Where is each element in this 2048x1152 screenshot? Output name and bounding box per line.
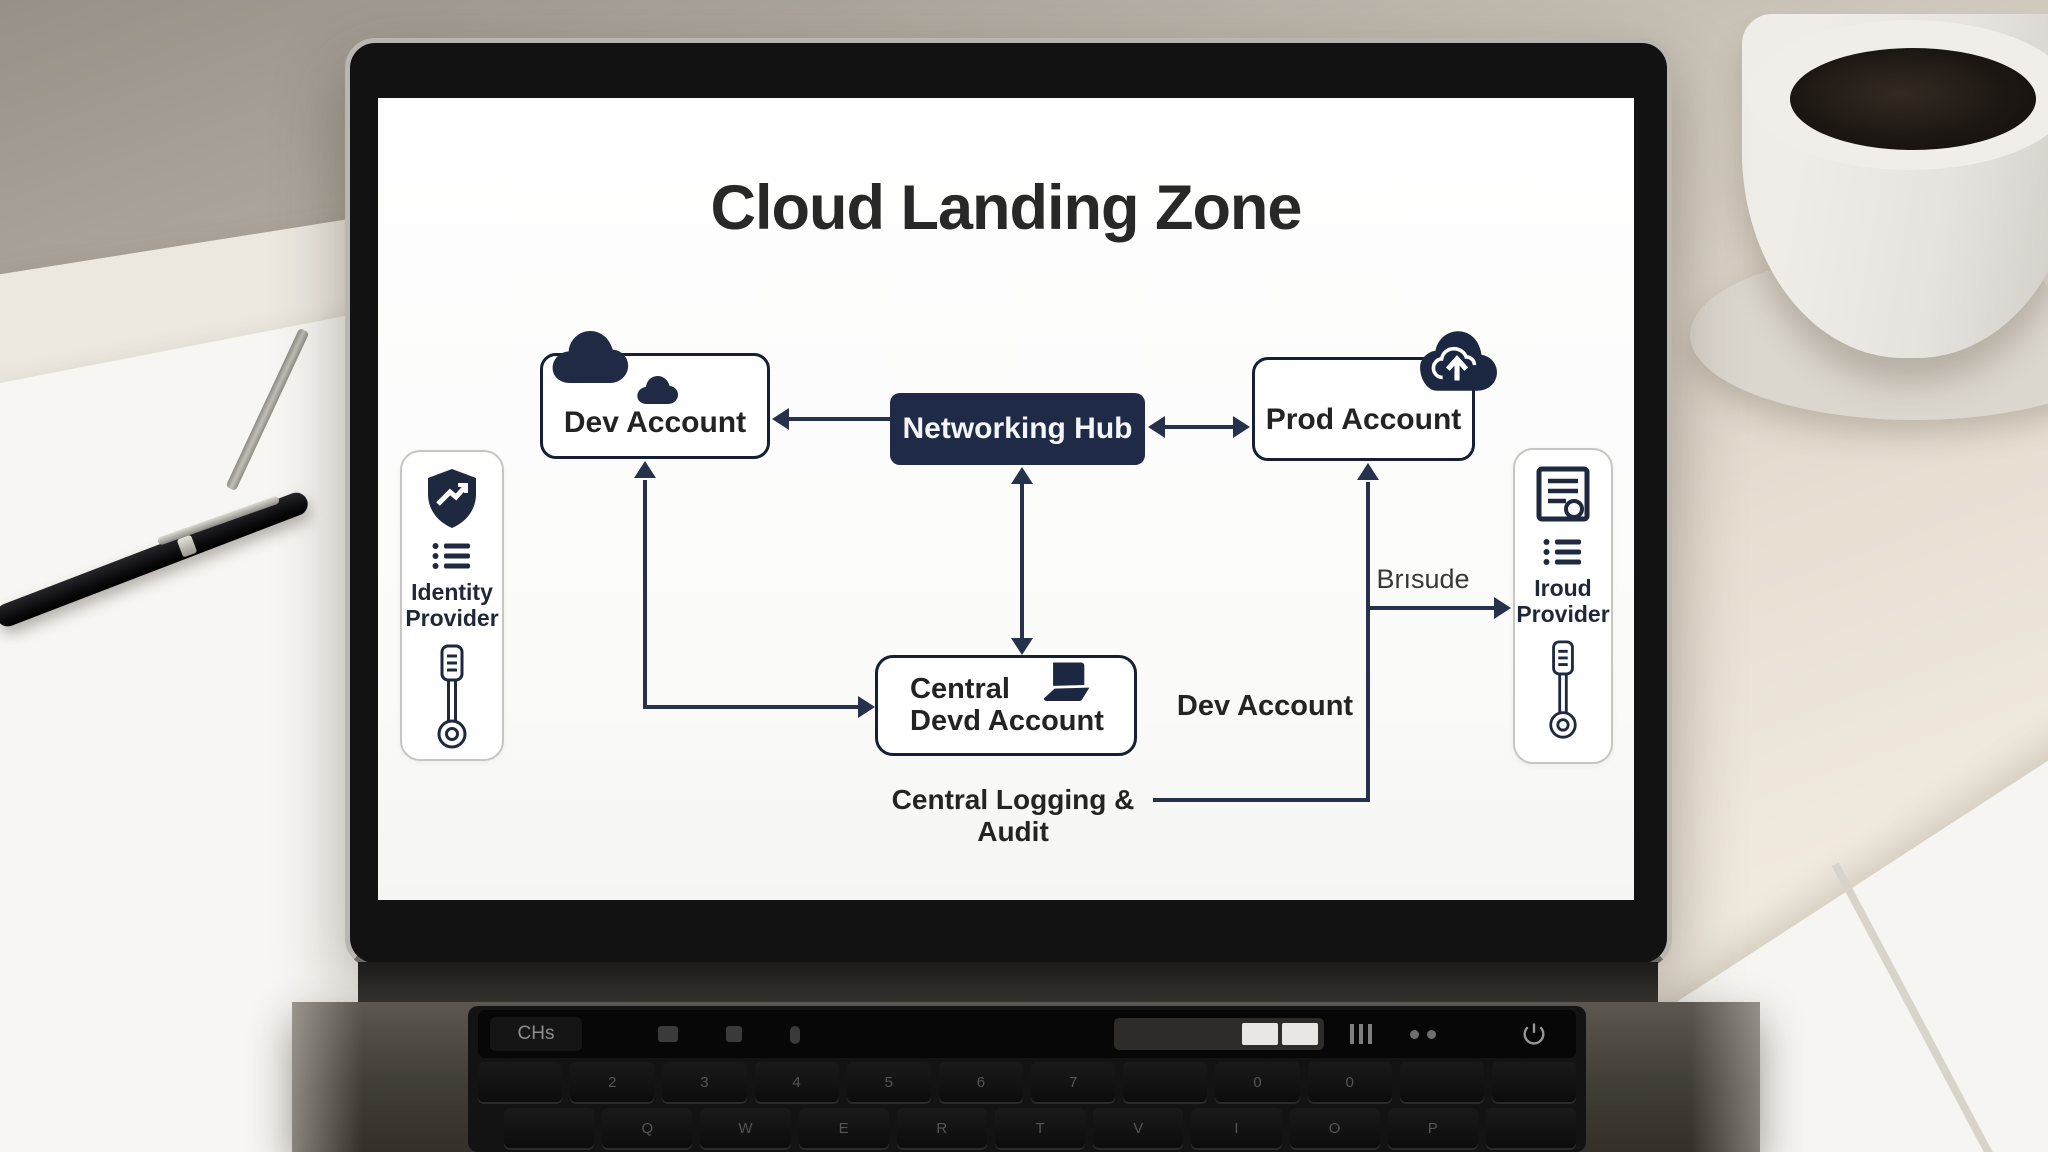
- identity-line1: Identity: [411, 579, 493, 605]
- central-logging-label: Central Logging & Audit: [891, 784, 1135, 847]
- arrowhead-up-into-hub: [1011, 467, 1033, 484]
- list-icon: [432, 543, 470, 569]
- keyboard-key[interactable]: [478, 1062, 563, 1102]
- keyboard-key[interactable]: Q: [602, 1108, 693, 1148]
- cloud-upload-icon: [1420, 331, 1497, 391]
- key-icon: [1549, 639, 1577, 739]
- iroud-line2: Provider: [1516, 600, 1610, 627]
- networking-hub-label: Networking Hub: [902, 412, 1133, 445]
- coffee: [1790, 48, 2036, 150]
- keyboard-key[interactable]: O: [1289, 1108, 1380, 1148]
- keyboard-key[interactable]: [504, 1108, 595, 1148]
- laptop-icon: [1040, 662, 1094, 704]
- arrowhead-up-into-dev: [634, 461, 656, 478]
- keyboard-key[interactable]: 5: [846, 1062, 931, 1102]
- dev-account-floating-label: Dev Account: [1176, 690, 1354, 722]
- keyboard-key[interactable]: E: [798, 1108, 889, 1148]
- arrowhead-down-into-central: [1011, 638, 1033, 655]
- keyboard-key[interactable]: 2: [570, 1062, 655, 1102]
- keyboard-key[interactable]: 3: [662, 1062, 747, 1102]
- keyboard-key[interactable]: [1123, 1062, 1208, 1102]
- touchbar-icon[interactable]: [658, 1026, 678, 1042]
- arrowhead-into-central: [858, 696, 875, 718]
- cloud-small-icon: [637, 376, 678, 404]
- connector-logging-horizontal: [1153, 798, 1370, 802]
- keyboard-key[interactable]: [1399, 1062, 1484, 1102]
- connector-prod-logging-vertical: [1366, 482, 1370, 802]
- arrowhead-into-dev: [772, 408, 789, 430]
- shield-icon: [428, 469, 476, 528]
- keyboard-key[interactable]: T: [994, 1108, 1086, 1148]
- prod-account-label: Prod Account: [1265, 403, 1462, 436]
- connector-dev-central-horizontal: [643, 705, 858, 709]
- identity-provider-card: Identity Provider: [400, 450, 504, 761]
- connector-hub-prod: [1164, 425, 1234, 429]
- connector-to-iroud: [1368, 606, 1494, 610]
- keyboard-key[interactable]: 7: [1031, 1062, 1116, 1102]
- keyboard-key[interactable]: W: [700, 1108, 791, 1148]
- connector-dev-central-vertical: [643, 480, 647, 709]
- laptop-hinge: [358, 962, 1658, 1008]
- arrowhead-into-hub: [1148, 416, 1165, 438]
- keyboard-key[interactable]: 0: [1307, 1062, 1392, 1102]
- keyboard-key[interactable]: 0: [1215, 1062, 1300, 1102]
- brisude-label: Brısude: [1376, 564, 1470, 594]
- iroud-provider-card: Iroud Provider: [1513, 448, 1613, 764]
- identity-provider-label: Identity Provider: [405, 579, 499, 632]
- arrowhead-up-into-prod: [1357, 463, 1379, 480]
- list-icon: [1543, 539, 1581, 565]
- keyboard-key[interactable]: [1485, 1108, 1577, 1148]
- slider-handle[interactable]: [1242, 1023, 1278, 1045]
- iroud-provider-label: Iroud Provider: [1516, 575, 1610, 628]
- key-icon: [437, 644, 467, 748]
- deck-edge: [1690, 1002, 1760, 1152]
- laptop-deck: CHs 23456700QWERTVIOPASDFGHKL: [292, 1002, 1760, 1152]
- keyboard-key[interactable]: 4: [754, 1062, 839, 1102]
- volume-bars-icon[interactable]: [1350, 1024, 1376, 1044]
- deck-edge: [292, 1002, 362, 1152]
- keyboard-key[interactable]: 6: [938, 1062, 1024, 1102]
- touchbar[interactable]: CHs: [478, 1010, 1576, 1058]
- dev-account-label: Dev Account: [563, 406, 747, 439]
- notebook-elastic: [1831, 862, 2048, 1152]
- central-account-node: Central Devd Account: [875, 655, 1137, 756]
- laptop-screen: Cloud Landing Zone Dev Account Networ: [378, 98, 1634, 900]
- touchbar-icon[interactable]: [790, 1026, 800, 1044]
- page-title: Cloud Landing Zone: [710, 173, 1303, 243]
- connector-hub-central: [1020, 483, 1024, 639]
- brightness-slider[interactable]: [1114, 1018, 1324, 1050]
- keyboard-well: CHs 23456700QWERTVIOPASDFGHKL: [468, 1006, 1586, 1152]
- keyboard-key[interactable]: I: [1191, 1108, 1282, 1148]
- keyboard-key[interactable]: V: [1093, 1108, 1184, 1148]
- central-label-line1: Central: [910, 673, 1010, 706]
- certificate-icon: [1536, 466, 1590, 522]
- slider-handle[interactable]: [1282, 1023, 1318, 1045]
- touchbar-icon[interactable]: [1410, 1028, 1444, 1040]
- esc-key[interactable]: CHs: [490, 1017, 582, 1051]
- keyboard-key[interactable]: P: [1387, 1108, 1478, 1148]
- arrowhead-into-iroud-card: [1494, 597, 1511, 619]
- central-label-line2: Devd Account: [910, 704, 1104, 737]
- touchbar-icon[interactable]: [726, 1026, 742, 1042]
- connector-hub-dev: [789, 417, 890, 421]
- identity-line2: Provider: [405, 604, 499, 631]
- power-icon[interactable]: [1520, 1020, 1548, 1048]
- iroud-line1: Iroud: [1534, 575, 1592, 601]
- cloud-icon: [552, 331, 629, 383]
- arrowhead-into-prod: [1233, 416, 1250, 438]
- keyboard-key[interactable]: R: [896, 1108, 987, 1148]
- keyboard-key[interactable]: [1491, 1062, 1577, 1102]
- networking-hub-node: Networking Hub: [890, 393, 1145, 465]
